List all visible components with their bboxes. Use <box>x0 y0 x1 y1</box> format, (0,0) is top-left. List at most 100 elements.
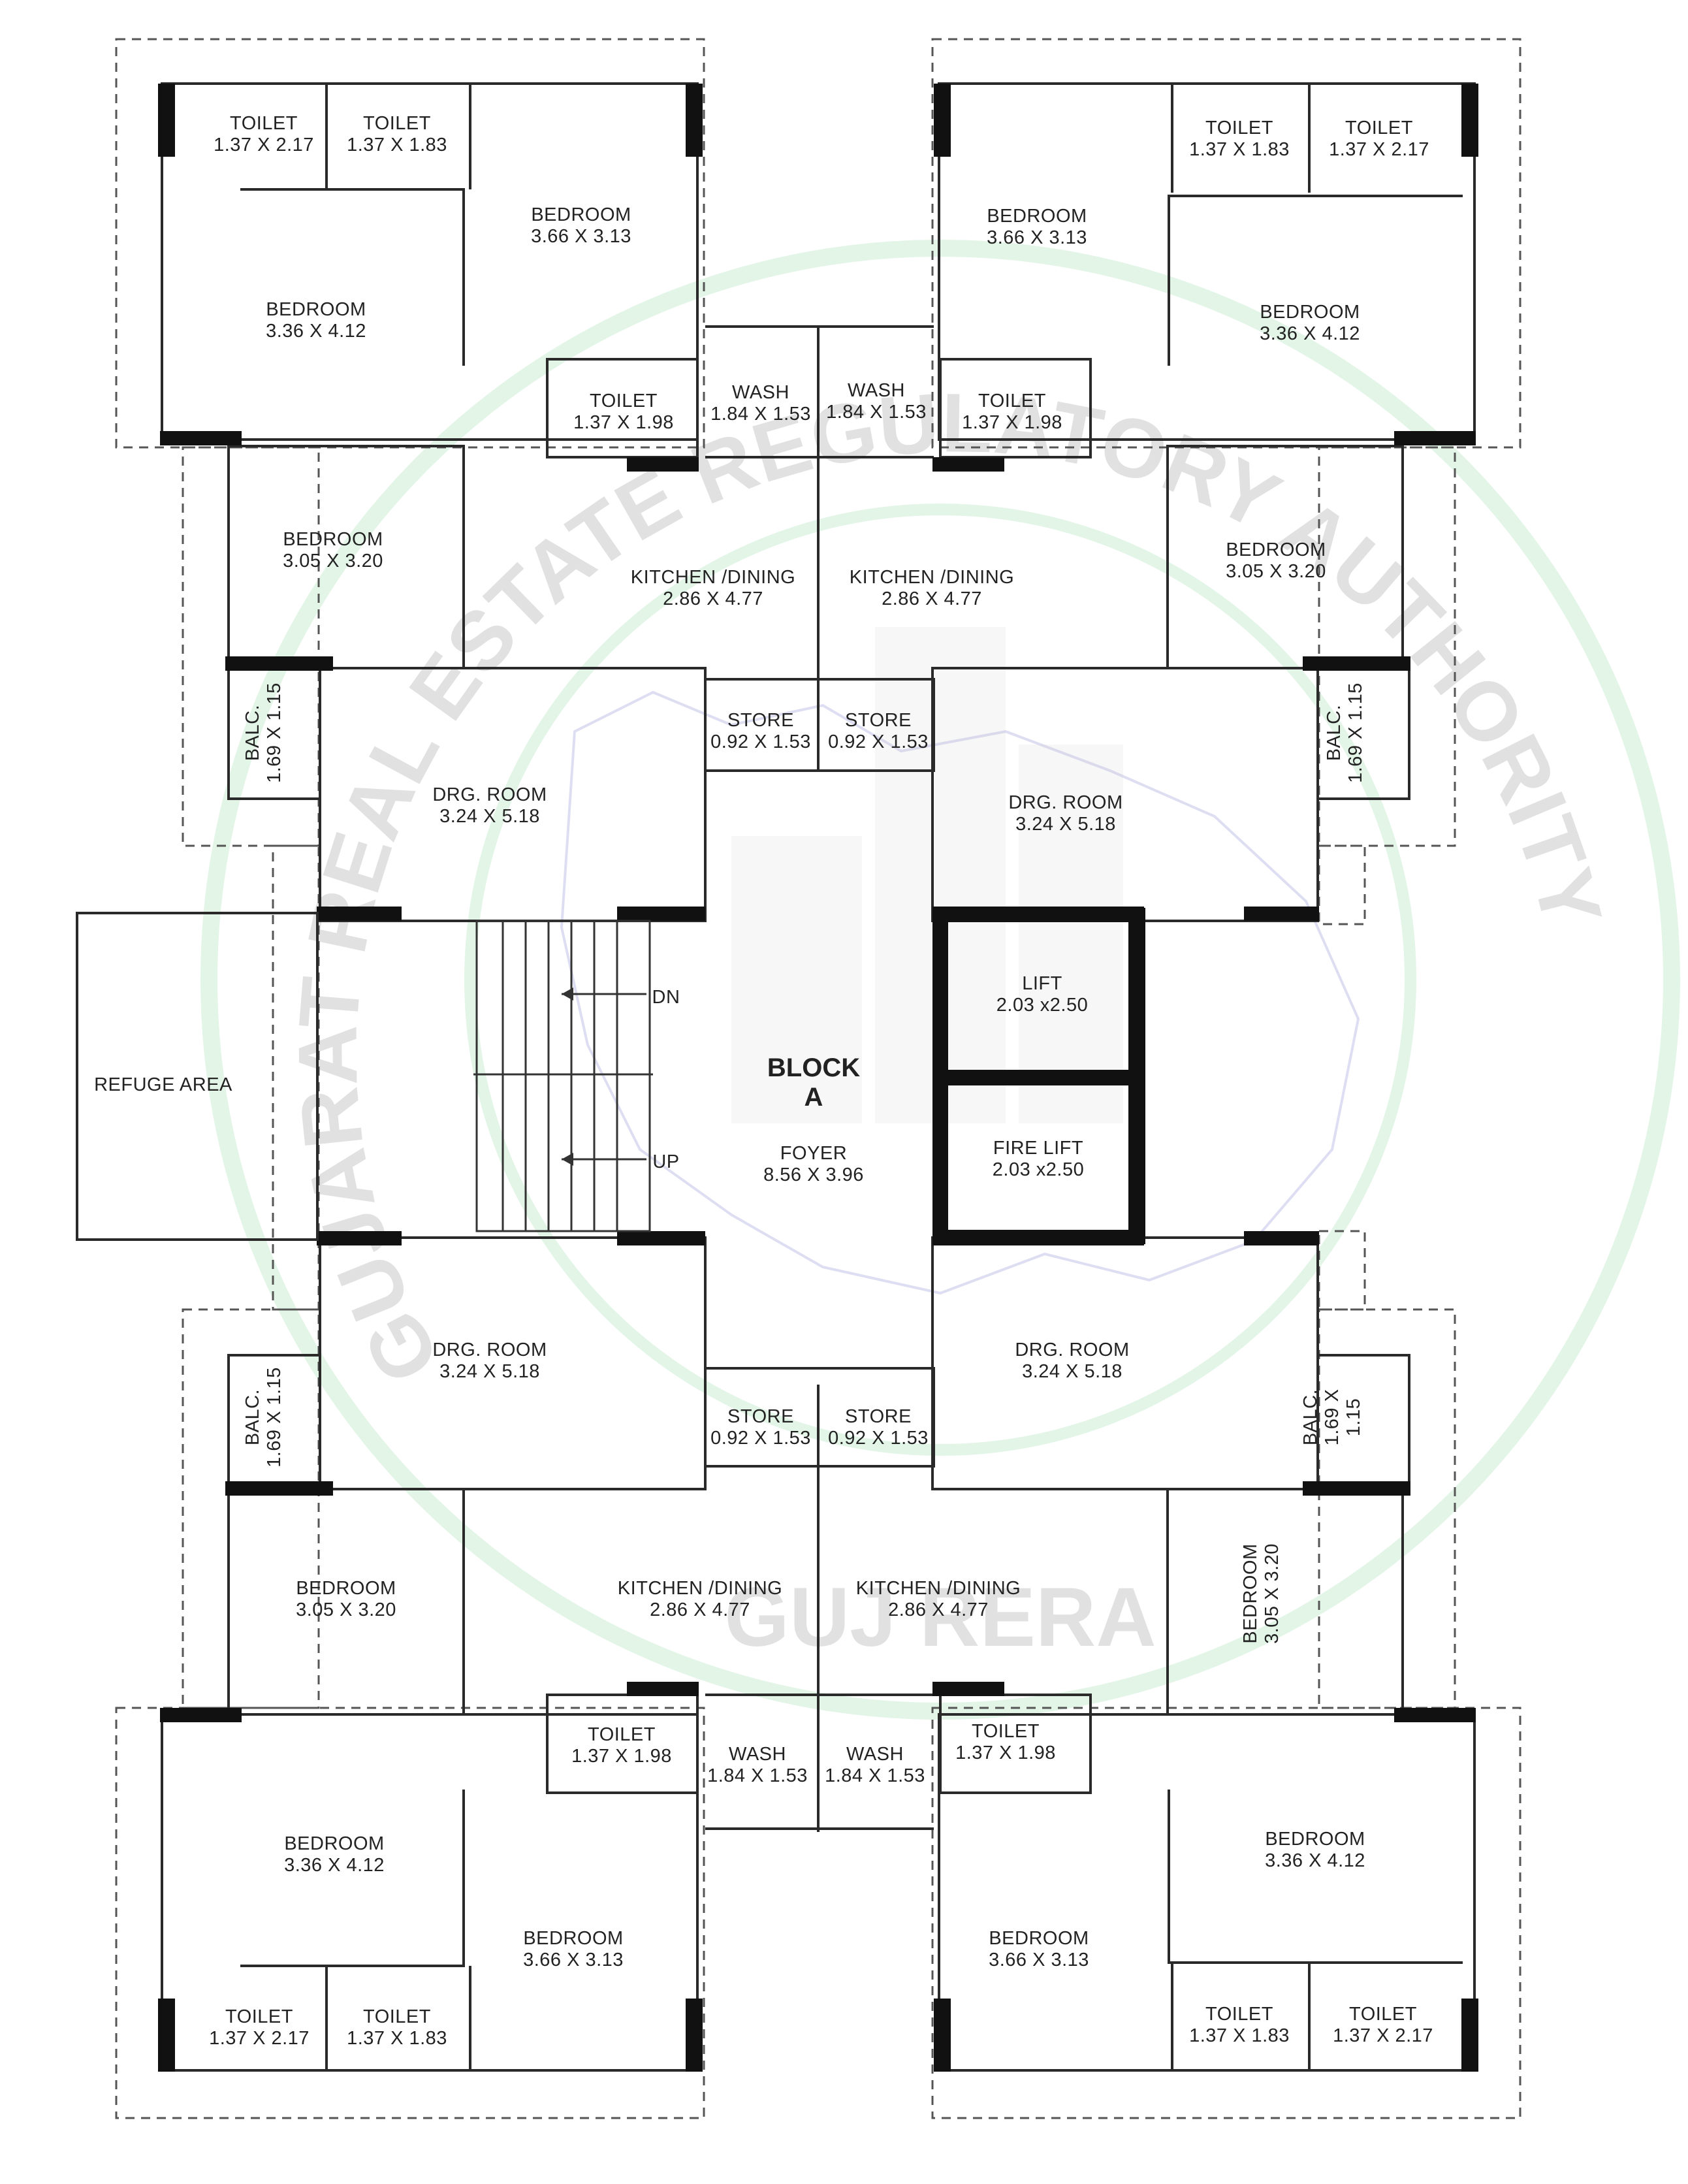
room-name: BEDROOM <box>296 1578 396 1599</box>
beam-3 <box>160 1708 242 1722</box>
room-name: TOILET <box>588 1724 656 1745</box>
room-name: TOILET <box>363 113 431 134</box>
room-name: BALC. <box>242 705 263 761</box>
room-size: 3.24 X 5.18 <box>1015 814 1116 835</box>
watermark-sub-text: GUJ RERA <box>724 1571 1156 1664</box>
room-size: 2.86 X 4.77 <box>650 1599 750 1620</box>
room-name: FOYER <box>780 1143 847 1164</box>
room-name: WASH <box>729 1744 786 1765</box>
stair-outline <box>475 920 651 1232</box>
room-size: 3.24 X 5.18 <box>439 1361 540 1382</box>
staircase <box>473 920 653 1232</box>
room-name: BEDROOM <box>1226 539 1326 560</box>
dashed-outline-lmid <box>272 844 320 1311</box>
beam-13 <box>317 907 402 921</box>
room-size: 1.37 X 2.17 <box>209 2028 310 2049</box>
beam-1 <box>160 431 242 445</box>
room-name: STORE <box>727 1406 794 1427</box>
room-name: DRG. ROOM <box>1015 1340 1129 1360</box>
beam-8 <box>1303 1481 1410 1496</box>
beam-14 <box>617 907 705 921</box>
room-name: STORE <box>845 710 912 731</box>
room-size: 3.66 X 3.13 <box>531 226 631 247</box>
room-size: 1.84 X 1.53 <box>825 1765 925 1786</box>
room-size: 2.03 x2.50 <box>996 995 1088 1016</box>
room-size: 3.66 X 3.13 <box>987 227 1087 248</box>
block-title: BLOCK <box>767 1053 860 1082</box>
room-size: 3.05 X 3.20 <box>1262 1543 1282 1644</box>
room-name: BALC. <box>1300 1389 1321 1445</box>
wall-bed-inner-br <box>1168 1790 1463 1964</box>
room-size: 3.05 X 3.20 <box>296 1599 396 1620</box>
room-name: WASH <box>846 1744 904 1765</box>
room-name: BEDROOM <box>284 1833 384 1854</box>
watermark-map-outline <box>560 690 1360 1295</box>
room-name: TOILET <box>225 2006 293 2027</box>
room-name: BEDROOM <box>283 529 383 550</box>
room-name: TOILET <box>1349 2004 1417 2025</box>
room-name: BALC. <box>242 1389 263 1445</box>
watermark-inner-ring <box>464 504 1416 1456</box>
room-name: DRG. ROOM <box>432 784 547 805</box>
dashed-outline-rmid <box>1318 844 1366 925</box>
room-name: DRG. ROOM <box>432 1340 547 1360</box>
room-name: BEDROOM <box>266 299 366 320</box>
beam-17 <box>1244 907 1319 921</box>
beam-7 <box>225 1481 333 1496</box>
solid-walls <box>158 84 1478 2072</box>
column-8 <box>1461 1999 1478 2072</box>
vertical-room-label: BALC.1.69 X 1.15 <box>242 682 285 783</box>
beam-16 <box>617 1231 705 1245</box>
room-size: 1.37 X 2.17 <box>1333 2025 1433 2046</box>
wall-store-top <box>704 678 935 772</box>
room-size: 1.37 X 2.17 <box>214 135 314 155</box>
watermark-building-3 <box>731 836 862 1123</box>
room-size: 0.92 X 1.53 <box>828 731 929 752</box>
room-name: BEDROOM <box>989 1928 1089 1949</box>
column-1 <box>158 84 175 157</box>
dashed-outline-br <box>931 1707 1521 2119</box>
room-name: DRG. ROOM <box>1008 792 1123 813</box>
stair-up-label: UP <box>652 1151 679 1172</box>
column-3 <box>934 84 951 157</box>
refuge-area-box <box>76 912 319 1241</box>
beam-6 <box>1303 656 1410 671</box>
column-6 <box>686 1999 703 2072</box>
room-size: 0.92 X 1.53 <box>828 1428 929 1449</box>
column-7 <box>934 1999 951 2072</box>
room-size: 1.37 X 1.98 <box>955 1742 1056 1763</box>
room-size: 1.69 X 1.15 <box>264 682 285 783</box>
room-size: 1.37 X 1.98 <box>962 412 1062 433</box>
room-size: 2.03 x2.50 <box>993 1159 1084 1180</box>
beam-11 <box>627 1682 699 1696</box>
room-name: STORE <box>845 1406 912 1427</box>
column-5 <box>158 1999 175 2072</box>
room-name: WASH <box>732 382 789 403</box>
wall-toilet-bml <box>546 1694 699 1794</box>
